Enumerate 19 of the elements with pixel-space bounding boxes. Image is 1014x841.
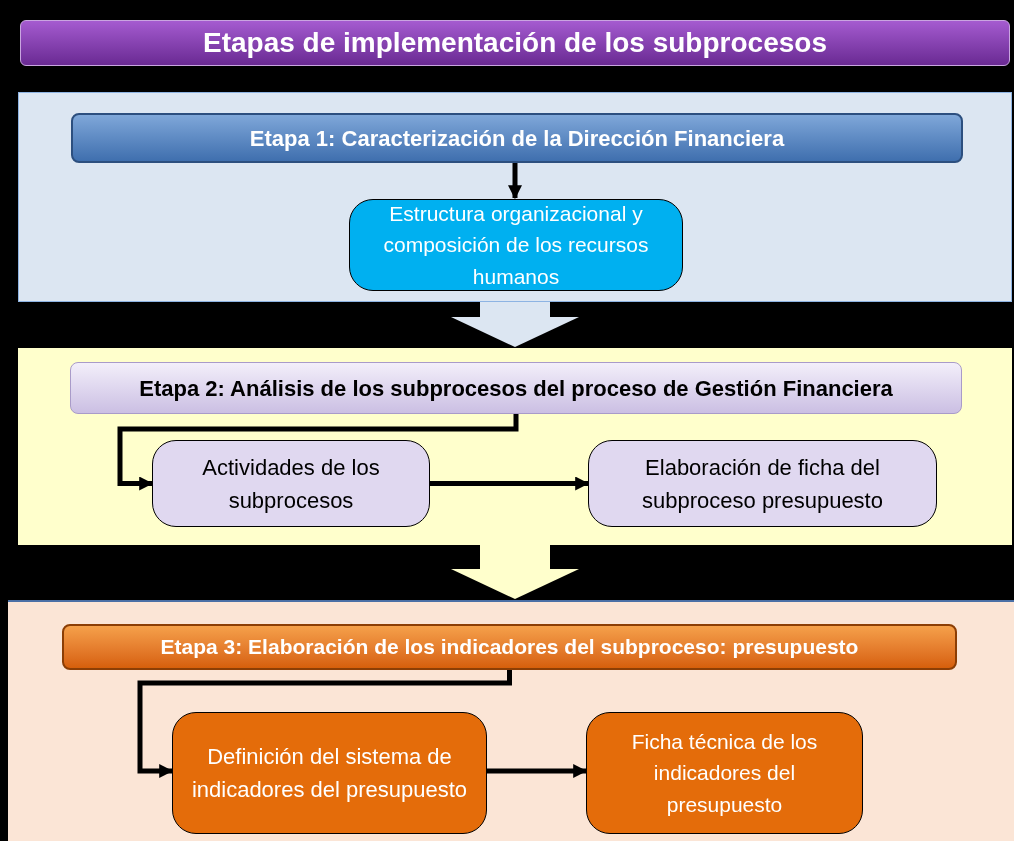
process-box: Actividades de los subprocesos	[152, 440, 430, 527]
arrow	[430, 476, 590, 491]
block-arrow	[451, 302, 579, 347]
arrow	[137, 668, 512, 778]
stage-header: Etapa 1: Caracterización de la Dirección Financiera	[71, 113, 963, 163]
arrow	[117, 414, 519, 491]
block-arrow	[451, 545, 579, 599]
stage-header: Etapa 2: Análisis de los subprocesos del proceso de Gestión Financiera	[70, 362, 962, 414]
process-box: Elaboración de ficha del subproceso presupuesto	[588, 440, 937, 527]
process-box: Estructura organizacional y composición de los recursos humanos	[349, 199, 683, 291]
arrow	[508, 162, 522, 200]
stage-panel	[18, 92, 1012, 302]
stage-panel	[18, 348, 1012, 545]
stage-header: Etapa 3: Elaboración de los indicadores del subproceso: presupuesto	[62, 624, 957, 670]
title-banner: Etapas de implementación de los subprocesos	[20, 20, 1010, 66]
process-box: Definición del sistema de indicadores del presupuesto	[172, 712, 487, 834]
process-box: Ficha técnica de los indicadores del presupuesto	[586, 712, 863, 834]
arrow	[487, 764, 588, 778]
stage-panel	[8, 600, 1014, 841]
